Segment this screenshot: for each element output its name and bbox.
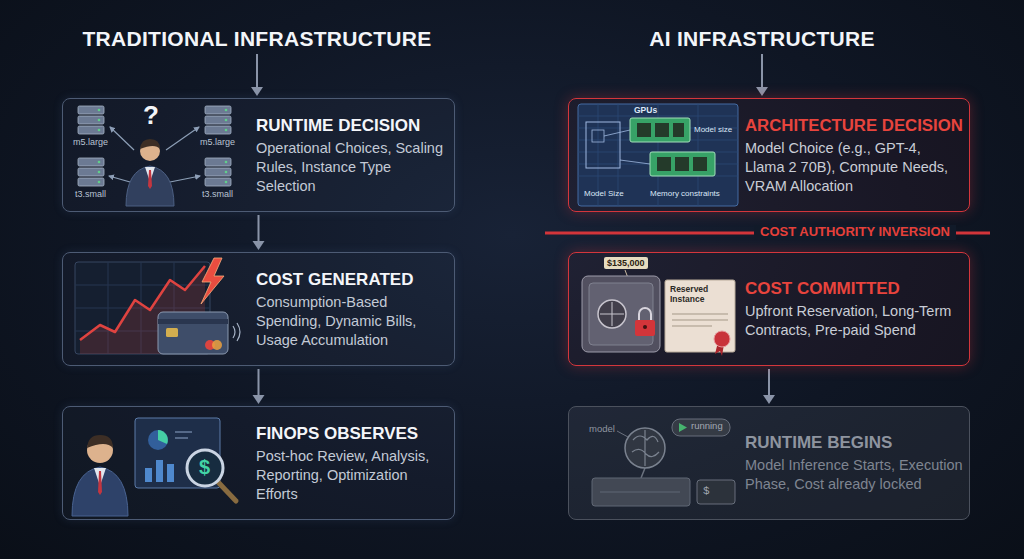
flow-arrow xyxy=(253,369,265,404)
arrow-line xyxy=(768,369,770,396)
arrow-head xyxy=(251,87,263,96)
arrow-head xyxy=(756,87,768,96)
flow-arrow xyxy=(763,369,775,404)
illustration-label: m5.large xyxy=(73,137,108,147)
arrow-line xyxy=(258,369,260,396)
arrow-head xyxy=(763,395,775,404)
box-title: RUNTIME BEGINS xyxy=(745,432,963,453)
illustration-label: Reserved Instance xyxy=(670,285,732,305)
illustration-label: model xyxy=(589,424,615,435)
flow-arrow xyxy=(253,215,265,250)
illustration-label: $ xyxy=(199,456,210,479)
stage-box: COST GENERATED Consumption-Based Spending… xyxy=(62,252,455,366)
text-area: COST GENERATED Consumption-Based Spending… xyxy=(256,259,448,359)
text-area: FINOPS OBSERVES Post-hoc Review, Analysis… xyxy=(256,413,448,513)
box-body: Model Inference Starts, Execution Phase,… xyxy=(745,456,963,494)
illustration-label: Memory constraints xyxy=(650,189,720,198)
text-area: RUNTIME BEGINS Model Inference Starts, Ex… xyxy=(745,413,963,513)
arrow-line xyxy=(258,215,260,242)
column-header: TRADITIONAL INFRASTRUCTURE xyxy=(82,26,431,51)
stage-box: COST COMMITTED Upfront Reservation, Long-… xyxy=(568,252,970,366)
stage-box: ARCHITECTURE DECISION Model Choice (e.g.,… xyxy=(568,98,970,212)
inversion-label: COST AUTHORITY INVERSION xyxy=(754,225,956,240)
illustration-label: $ xyxy=(703,485,710,498)
box-body: Operational Choices, Scaling Rules, Inst… xyxy=(256,139,448,196)
box-title: COST COMMITTED xyxy=(745,278,963,299)
illustration-label: Model Size xyxy=(584,189,624,198)
arrow-head xyxy=(253,395,265,404)
box-title: ARCHITECTURE DECISION xyxy=(745,115,963,136)
box-title: RUNTIME DECISION xyxy=(256,115,448,136)
stage-box: RUNTIME BEGINS Model Inference Starts, Ex… xyxy=(568,406,970,520)
illustration-label: t3.small xyxy=(202,189,233,199)
illustration-label: running xyxy=(691,421,723,432)
box-body: Consumption-Based Spending, Dynamic Bill… xyxy=(256,293,448,350)
illustration-label: ? xyxy=(143,101,159,131)
box-body: Upfront Reservation, Long-Term Contracts… xyxy=(745,302,963,340)
arrow-head xyxy=(253,241,265,250)
column-heading: TRADITIONAL INFRASTRUCTURE xyxy=(82,26,431,51)
arrow-line xyxy=(761,54,763,88)
stage-box: FINOPS OBSERVES Post-hoc Review, Analysis… xyxy=(62,406,455,520)
text-area: COST COMMITTED Upfront Reservation, Long-… xyxy=(745,259,963,359)
box-title: COST GENERATED xyxy=(256,269,448,290)
arrow-line xyxy=(256,54,258,88)
illustration-label: Model size xyxy=(694,125,732,134)
column-heading: AI INFRASTRUCTURE xyxy=(649,26,875,51)
illustration-label: $135,000 xyxy=(604,257,648,269)
box-title: FINOPS OBSERVES xyxy=(256,423,448,444)
flow-arrow xyxy=(251,54,263,96)
flow-arrow xyxy=(756,54,768,96)
illustration-label: t3.small xyxy=(75,189,106,199)
box-body: Post-hoc Review, Analysis, Reporting, Op… xyxy=(256,447,448,504)
text-area: ARCHITECTURE DECISION Model Choice (e.g.,… xyxy=(745,105,963,205)
stage-box: RUNTIME DECISION Operational Choices, Sca… xyxy=(62,98,455,212)
text-area: RUNTIME DECISION Operational Choices, Sca… xyxy=(256,105,448,205)
column-header: AI INFRASTRUCTURE xyxy=(649,26,875,51)
illustration-label: m5.large xyxy=(200,137,235,147)
illustration-label: GPUs xyxy=(634,106,657,116)
box-body: Model Choice (e.g., GPT-4, Llama 2 70B),… xyxy=(745,139,963,196)
